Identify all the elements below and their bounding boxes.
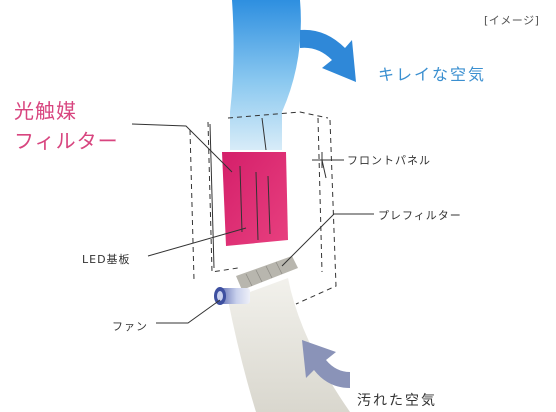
clean-air-label: キレイな空気 <box>378 65 487 84</box>
dirty-air-flow <box>228 278 350 412</box>
pre-filter-leader <box>281 213 374 267</box>
pre-filter-label: プレフィルター <box>378 209 462 222</box>
fan-unit <box>214 287 250 305</box>
clean-air-arrow <box>300 29 356 82</box>
front-panel-label: フロントパネル <box>347 154 431 167</box>
photocatalyst-label-line1: 光触媒 <box>14 99 77 123</box>
led-board-leader <box>147 227 247 257</box>
led-board-lines <box>239 165 271 241</box>
fan-leader <box>156 299 221 324</box>
dirty-air-label: 汚れた空気 <box>357 393 437 409</box>
photocatalyst-label-line2: フィルター <box>14 129 119 153</box>
pre-filter-mesh <box>245 261 283 287</box>
dirty-air-arrow <box>302 340 350 388</box>
pre-filter <box>236 256 298 290</box>
clean-air-flow <box>230 0 301 150</box>
front-panel-solid-edges <box>209 117 327 269</box>
image-note: [イメージ] <box>484 14 540 27</box>
front-panel-outline <box>189 111 337 305</box>
led-board-label: LED基板 <box>82 253 131 266</box>
photocatalyst-leader <box>131 123 233 173</box>
fan-label: ファン <box>112 320 148 333</box>
photocatalyst-filter <box>222 152 288 246</box>
